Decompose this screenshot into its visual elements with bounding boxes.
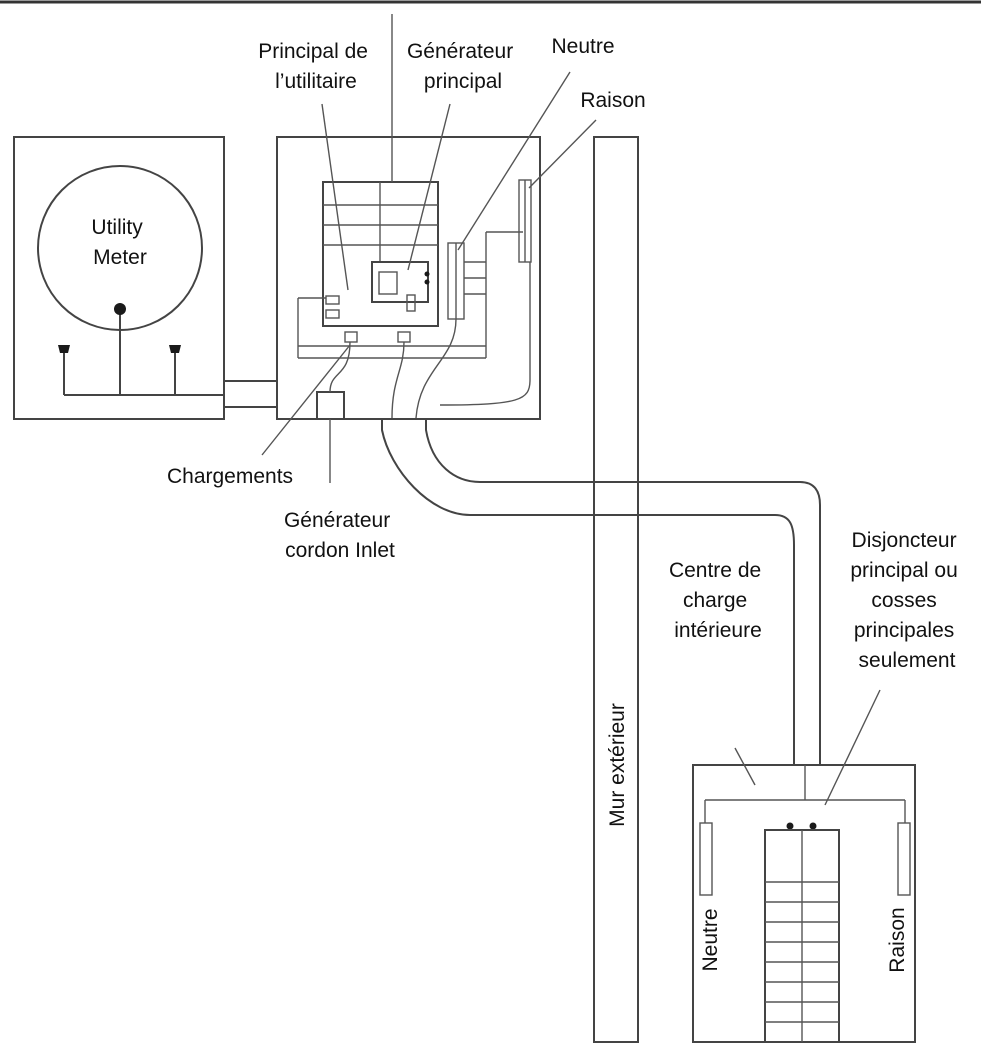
label-load-center: Centre de charge intérieure (669, 559, 767, 642)
interior-load-center (692, 764, 916, 1043)
label-utility-meter: Utility Meter (91, 216, 148, 269)
label-ground-bar: Raison (886, 907, 909, 972)
label-exterior-wall: Mur extérieur (606, 703, 629, 827)
label-loads: Chargements (167, 465, 293, 488)
meter-terminal-left (58, 345, 70, 353)
transfer-panel-enclosure (276, 136, 541, 420)
leader-lines (261, 14, 881, 806)
meter-terminal-center (114, 303, 126, 315)
conduit-to-load-center (381, 419, 821, 765)
label-main-breaker: Disjoncteur principal ou cosses principa… (850, 529, 963, 672)
label-neutral-bar: Neutre (699, 908, 722, 971)
meter-to-panel-conduit (224, 380, 277, 408)
exterior-wall (593, 136, 639, 1043)
utility-meter-enclosure (13, 136, 225, 420)
label-ground-top: Raison (580, 89, 645, 112)
meter-terminal-right (169, 345, 181, 353)
label-neutral-top: Neutre (551, 35, 614, 58)
label-utility-main: Principal de l’utilitaire (258, 40, 374, 93)
label-generator-main: Générateur principal (407, 40, 519, 93)
label-generator-inlet: Générateur cordon Inlet (284, 509, 396, 562)
